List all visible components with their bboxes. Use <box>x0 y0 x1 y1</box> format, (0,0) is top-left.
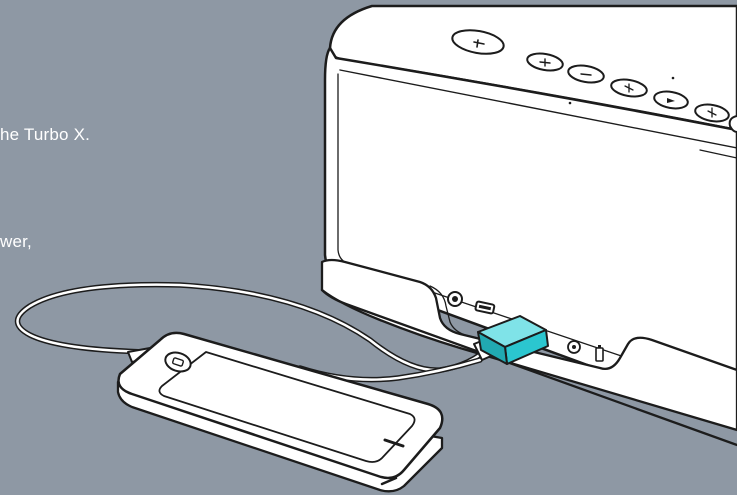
volume-down-icon <box>567 64 605 84</box>
instruction-text-line-1: he Turbo X. <box>0 125 91 144</box>
phone-earpiece <box>383 438 405 448</box>
play-pause-icon <box>653 90 689 110</box>
instruction-text-line-2: wer, <box>0 232 32 251</box>
usb-connector <box>473 315 549 365</box>
speaker-grille-right-shade <box>699 149 737 159</box>
home-button-icon <box>164 351 192 373</box>
smartphone <box>116 331 444 493</box>
phone-screen <box>158 351 416 463</box>
speaker <box>320 4 737 447</box>
connector-side <box>477 331 508 365</box>
speaker-bottom-edge <box>320 288 737 447</box>
bluetooth-pair-icon <box>694 103 730 123</box>
indicator-dot <box>671 76 675 80</box>
volume-up-icon <box>526 52 564 72</box>
bluetooth-icon <box>610 78 648 98</box>
power-icon <box>451 29 505 55</box>
power-indicator-icon <box>567 340 581 354</box>
phone-side-button <box>380 476 398 486</box>
indicator-dot <box>568 101 572 105</box>
micro-usb-icon <box>474 300 496 315</box>
speaker-front-edge <box>339 69 737 149</box>
speaker-port-panel <box>320 258 737 432</box>
cable-loop-inner <box>16 283 494 372</box>
edge-button-partial <box>728 115 737 133</box>
speaker-port-recess <box>429 285 469 337</box>
battery-icon <box>595 345 604 362</box>
aux-in-icon <box>447 291 463 307</box>
